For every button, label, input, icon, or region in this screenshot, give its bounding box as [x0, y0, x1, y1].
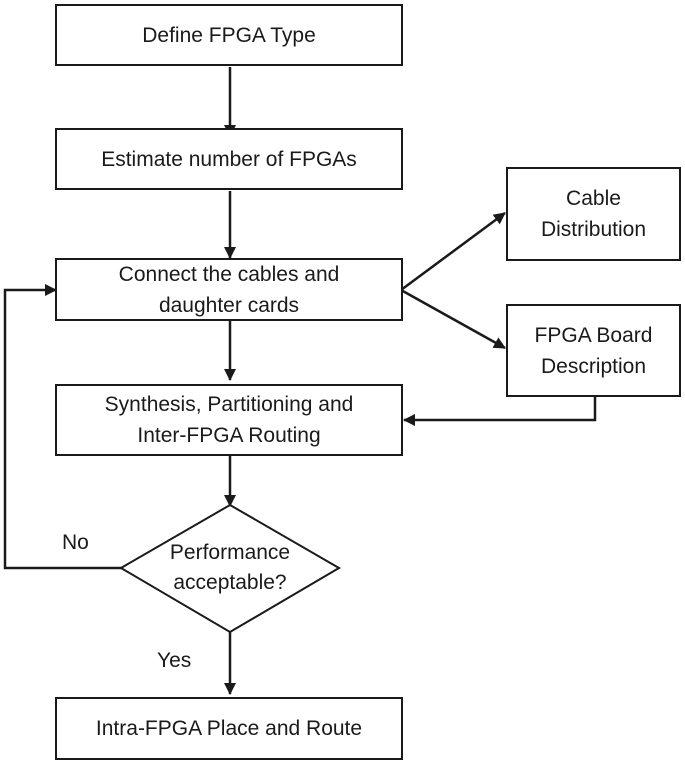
synthesis-label: Synthesis, Partitioning and Inter-FPGA R… — [104, 393, 354, 447]
estimate-fpgas-box: Estimate number of FPGAs — [55, 128, 403, 190]
synthesis-box: Synthesis, Partitioning and Inter-FPGA R… — [55, 384, 403, 456]
arrow-connect-to-board-description — [400, 288, 506, 350]
arrow-board-description-to-synthesis — [403, 397, 597, 426]
performance-decision-diamond — [119, 503, 341, 634]
fpga-board-description-label: FPGA Board Description — [534, 323, 653, 378]
yes-edge-label: Yes — [157, 649, 192, 672]
connect-cables-label: Connect the cables and daughter cards — [118, 262, 340, 317]
intra-fpga-place-route-box: Intra-FPGA Place and Route — [55, 697, 403, 760]
fpga-board-description-box: FPGA Board Description — [506, 304, 681, 397]
arrow-no-loop-to-connect — [3, 284, 122, 570]
define-fpga-type-box: Define FPGA Type — [55, 4, 403, 66]
no-edge-label: No — [62, 531, 89, 554]
performance-decision-label: Performance acceptable? — [169, 541, 291, 594]
connect-cables-box: Connect the cables and daughter cards — [55, 258, 403, 321]
define-fpga-type-label: Define FPGA Type — [142, 23, 316, 47]
intra-fpga-place-route-label: Intra-FPGA Place and Route — [95, 717, 363, 740]
estimate-fpgas-label: Estimate number of FPGAs — [101, 147, 357, 171]
cable-distribution-label: Cable Distribution — [540, 187, 647, 241]
arrow-connect-to-cable-distribution — [400, 211, 506, 292]
cable-distribution-box: Cable Distribution — [506, 167, 681, 261]
